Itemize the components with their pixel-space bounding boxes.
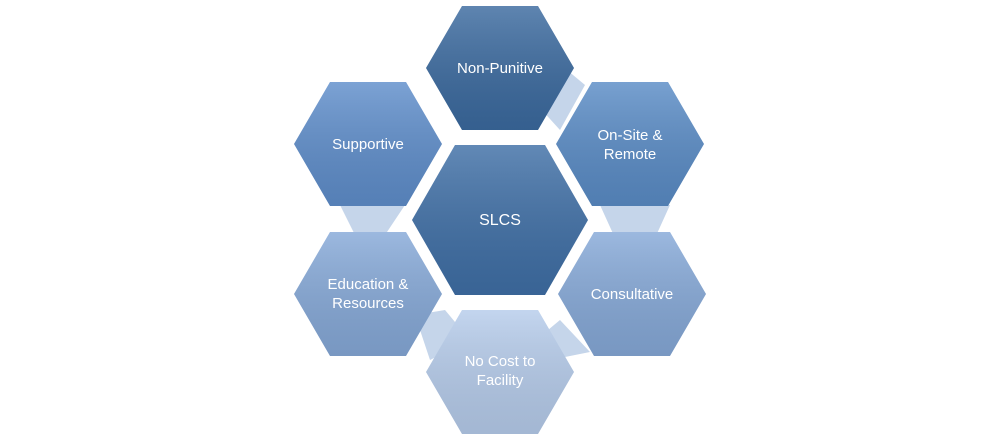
hexagon-non-punitive-sheen (426, 6, 574, 130)
hexagon-on-site-remote-sheen (556, 82, 704, 206)
connector-education-supportive (340, 205, 405, 235)
hexagon-on-site-remote-label-line-2: Remote (604, 146, 657, 163)
connector-no-cost-education (415, 310, 470, 360)
hexagon-no-cost: No Cost to Facility (426, 310, 574, 434)
hexagon-no-cost-label-line-1: No Cost to (465, 353, 536, 370)
hexagon-education-sheen (294, 232, 442, 356)
connectors (340, 60, 670, 360)
connector-on-site-consultative (600, 205, 670, 238)
hexagon-on-site-remote: On-Site & Remote (556, 82, 704, 206)
hexagon-non-punitive-label: Non-Punitive (457, 60, 543, 77)
hexagon-center-label: SLCS (479, 212, 521, 229)
hexagon-center: SLCS (412, 145, 588, 295)
hexagon-consultative-sheen (558, 232, 706, 356)
hexagon-consultative-label: Consultative (591, 286, 674, 303)
hexagon-supportive: Supportive (294, 82, 442, 206)
hexagon-on-site-remote-label-line-1: On-Site & (597, 127, 662, 144)
hexagon-center-sheen (412, 145, 588, 295)
hexagon-education-label-line-2: Resources (332, 295, 404, 312)
hexagon-consultative: Consultative (558, 232, 706, 356)
hexagon-non-punitive: Non-Punitive (426, 6, 574, 130)
hexagon-education-label-line-1: Education & (328, 276, 409, 293)
hexagon-supportive-sheen (294, 82, 442, 206)
hexagon-no-cost-label-line-2: Facility (477, 372, 524, 389)
hexagon-education: Education & Resources (294, 232, 442, 356)
hexagon-supportive-label: Supportive (332, 136, 404, 153)
hexagon-no-cost-sheen (426, 310, 574, 434)
